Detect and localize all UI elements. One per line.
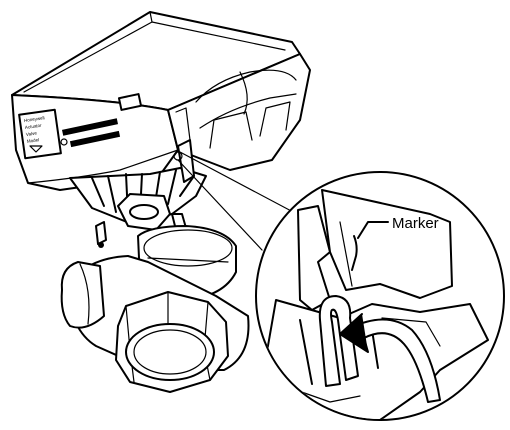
product-label-line-1: Honeywell [24,115,45,123]
valve-left-port [60,261,105,329]
actuator-housing [11,11,311,191]
detail-housing-wall [297,205,331,311]
product-label-line-2: Actuator [25,123,43,130]
product-label-line-3: Valve [26,130,38,137]
warning-triangle-icon [29,145,43,153]
front-face-markings [60,93,143,148]
marker-label: Marker [392,215,439,232]
detail-base [261,299,489,419]
detail-origin-marker [173,151,183,161]
leader-line-lower [177,159,263,251]
small-connector-plate [117,93,143,111]
detail-upper-surface [321,189,453,299]
coupling-collar [129,204,159,220]
coupling-lever [177,139,195,183]
screw-head-icon [60,138,68,146]
magnified-detail-contents [261,189,489,419]
marker-leader-line [357,221,389,239]
black-stripe-lower [69,130,121,148]
u-shaped-clip [318,295,359,387]
product-label: Honeywell Actuator Valve Model [18,108,62,160]
mounting-bracket [69,139,207,248]
marker-notch [351,235,358,271]
black-stripe-upper [61,118,119,136]
valve-front-port-opening [125,323,215,381]
product-label-line-4: Model [27,137,40,144]
mounting-bolt-left [95,221,107,245]
three-way-valve-body [60,225,250,393]
marker-callout: Marker [357,215,439,239]
